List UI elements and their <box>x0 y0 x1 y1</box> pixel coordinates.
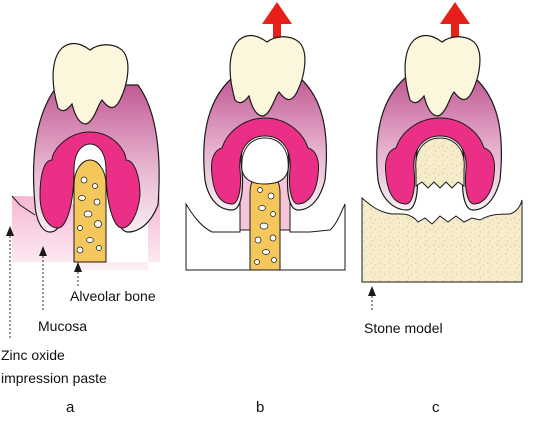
bone-trabeculae-a <box>76 176 102 254</box>
alveolar-bone-b <box>249 171 281 271</box>
bone-trabeculae-b <box>254 187 277 265</box>
tooth-a <box>52 42 129 125</box>
stone-fill-c <box>415 137 465 189</box>
panel-a <box>6 42 160 340</box>
leader-line-c <box>368 286 376 312</box>
tooth-c <box>404 34 481 117</box>
label-mucosa: Mucosa <box>38 318 88 334</box>
impression-edge-a <box>11 195 36 216</box>
panel-b <box>185 2 346 271</box>
mucosa-band-c <box>385 117 495 205</box>
panel-letter-b: b <box>256 399 265 416</box>
stone-model-c <box>361 196 523 283</box>
label-zinc-oxide-line2: impression paste <box>1 370 107 386</box>
panel-letter-c: c <box>432 399 440 416</box>
tooth-b <box>229 34 306 117</box>
label-zinc-oxide-line1: Zinc oxide <box>1 347 65 363</box>
mucosa-band-b <box>211 117 319 205</box>
mucosa-band-a <box>39 131 141 229</box>
label-stone-model: Stone model <box>364 320 443 336</box>
impression-cavity-b <box>241 137 289 185</box>
panel-c <box>361 2 523 312</box>
label-alveolar-bone: Alveolar bone <box>70 288 156 304</box>
leader-lines-a <box>6 226 82 340</box>
panel-letter-a: a <box>66 399 75 416</box>
